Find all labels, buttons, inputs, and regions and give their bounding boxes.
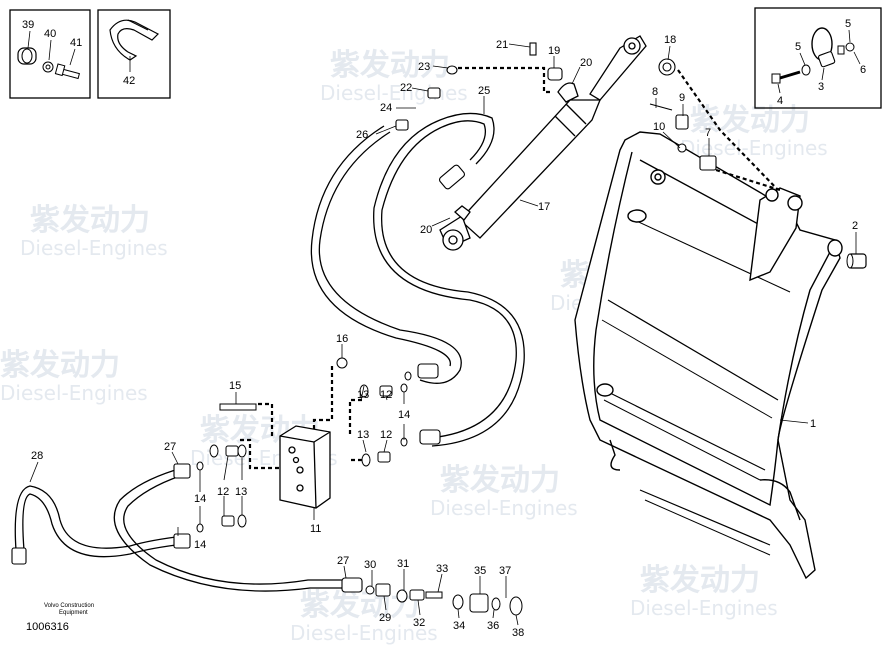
watermark-en: Diesel-Engines <box>630 596 778 620</box>
label-8: 8 <box>652 86 658 98</box>
label-37: 37 <box>499 565 511 577</box>
label-34: 34 <box>453 620 465 632</box>
label-5a: 5 <box>845 18 851 30</box>
label-2: 2 <box>852 220 858 232</box>
label-30: 30 <box>364 559 376 571</box>
label-20b: 20 <box>420 224 432 236</box>
label-25: 25 <box>478 85 490 97</box>
label-36: 36 <box>487 620 499 632</box>
label-3: 3 <box>818 81 824 93</box>
label-18: 18 <box>664 34 676 46</box>
label-24: 24 <box>380 102 392 114</box>
label-39: 39 <box>22 19 34 31</box>
label-12b: 12 <box>380 429 392 441</box>
label-12a: 12 <box>380 389 392 401</box>
ring-bolt-part <box>771 27 855 84</box>
label-21: 21 <box>496 39 508 51</box>
drawing-number: 1006316 <box>26 621 69 633</box>
label-41: 41 <box>70 37 82 49</box>
inset-frame <box>9 9 91 99</box>
watermark-cn: 紫发动力 <box>30 203 150 238</box>
inset-left-b: 42 <box>97 9 171 99</box>
label-14c: 14 <box>194 539 206 551</box>
label-38: 38 <box>512 627 524 639</box>
label-33: 33 <box>436 563 448 575</box>
company-line-1: Volvo Construction <box>44 603 94 609</box>
clip-part <box>109 19 160 61</box>
label-29: 29 <box>379 612 391 624</box>
watermark-cn: 紫发动力 <box>330 48 450 83</box>
label-9: 9 <box>679 92 685 104</box>
inset-frame <box>97 9 171 99</box>
label-27a: 27 <box>164 441 176 453</box>
label-26: 26 <box>356 129 368 141</box>
main-frame <box>574 131 843 580</box>
pin-part <box>846 253 867 269</box>
label-40: 40 <box>44 28 56 40</box>
watermark-cn: 紫发动力 <box>690 103 810 138</box>
watermark-cn: 紫发动力 <box>0 348 120 383</box>
grommet-part <box>17 47 80 80</box>
label-28: 28 <box>31 450 43 462</box>
label-4: 4 <box>777 95 783 107</box>
watermark-en: Diesel-Engines <box>0 381 148 405</box>
label-31: 31 <box>397 558 409 570</box>
callout-labels: 1 2 7 8 9 10 11 12 12 13 13 14 14 13 12 … <box>31 34 858 639</box>
watermark-en: Diesel-Engines <box>20 236 168 260</box>
label-32: 32 <box>413 617 425 629</box>
label-14a: 14 <box>398 409 410 421</box>
company-line-2: Equipment <box>59 610 88 616</box>
hoses <box>14 112 525 592</box>
inset-frame <box>754 7 882 109</box>
dashed-links <box>240 66 781 470</box>
label-7: 7 <box>705 127 711 139</box>
inset-right: 5 5 6 4 3 <box>754 7 882 109</box>
cylinder-fittings <box>395 42 717 171</box>
label-15: 15 <box>229 380 241 392</box>
label-13b: 13 <box>357 429 369 441</box>
label-13c: 13 <box>235 486 247 498</box>
hydraulic-cylinder <box>439 35 647 251</box>
block-fittings <box>196 357 412 533</box>
label-10: 10 <box>653 121 665 133</box>
label-20a: 20 <box>580 57 592 69</box>
label-22: 22 <box>400 82 412 94</box>
footer: Volvo Construction Equipment 1006316 <box>26 603 94 633</box>
inset-left-a: 39 40 41 <box>9 9 91 99</box>
watermark-en: Diesel-Engines <box>430 496 578 520</box>
leader-lines <box>29 43 857 626</box>
label-23: 23 <box>418 61 430 73</box>
label-19: 19 <box>548 45 560 57</box>
watermark-en: Diesel-Engines <box>320 81 468 105</box>
label-14b: 14 <box>194 493 206 505</box>
hose-fittings <box>11 164 466 593</box>
watermark-cn: 紫发动力 <box>640 563 760 598</box>
watermark-cn: 紫发动力 <box>440 463 560 498</box>
label-13a: 13 <box>357 389 369 401</box>
label-6: 6 <box>860 64 866 76</box>
valve-block <box>279 425 331 509</box>
label-12c: 12 <box>217 486 229 498</box>
label-1: 1 <box>810 418 816 430</box>
label-5b: 5 <box>795 41 801 53</box>
label-35: 35 <box>474 565 486 577</box>
label-17: 17 <box>538 201 550 213</box>
watermark-en: Diesel-Engines <box>290 621 438 645</box>
label-16: 16 <box>336 333 348 345</box>
label-42: 42 <box>123 75 135 87</box>
label-27b: 27 <box>337 555 349 567</box>
label-11: 11 <box>310 523 321 535</box>
